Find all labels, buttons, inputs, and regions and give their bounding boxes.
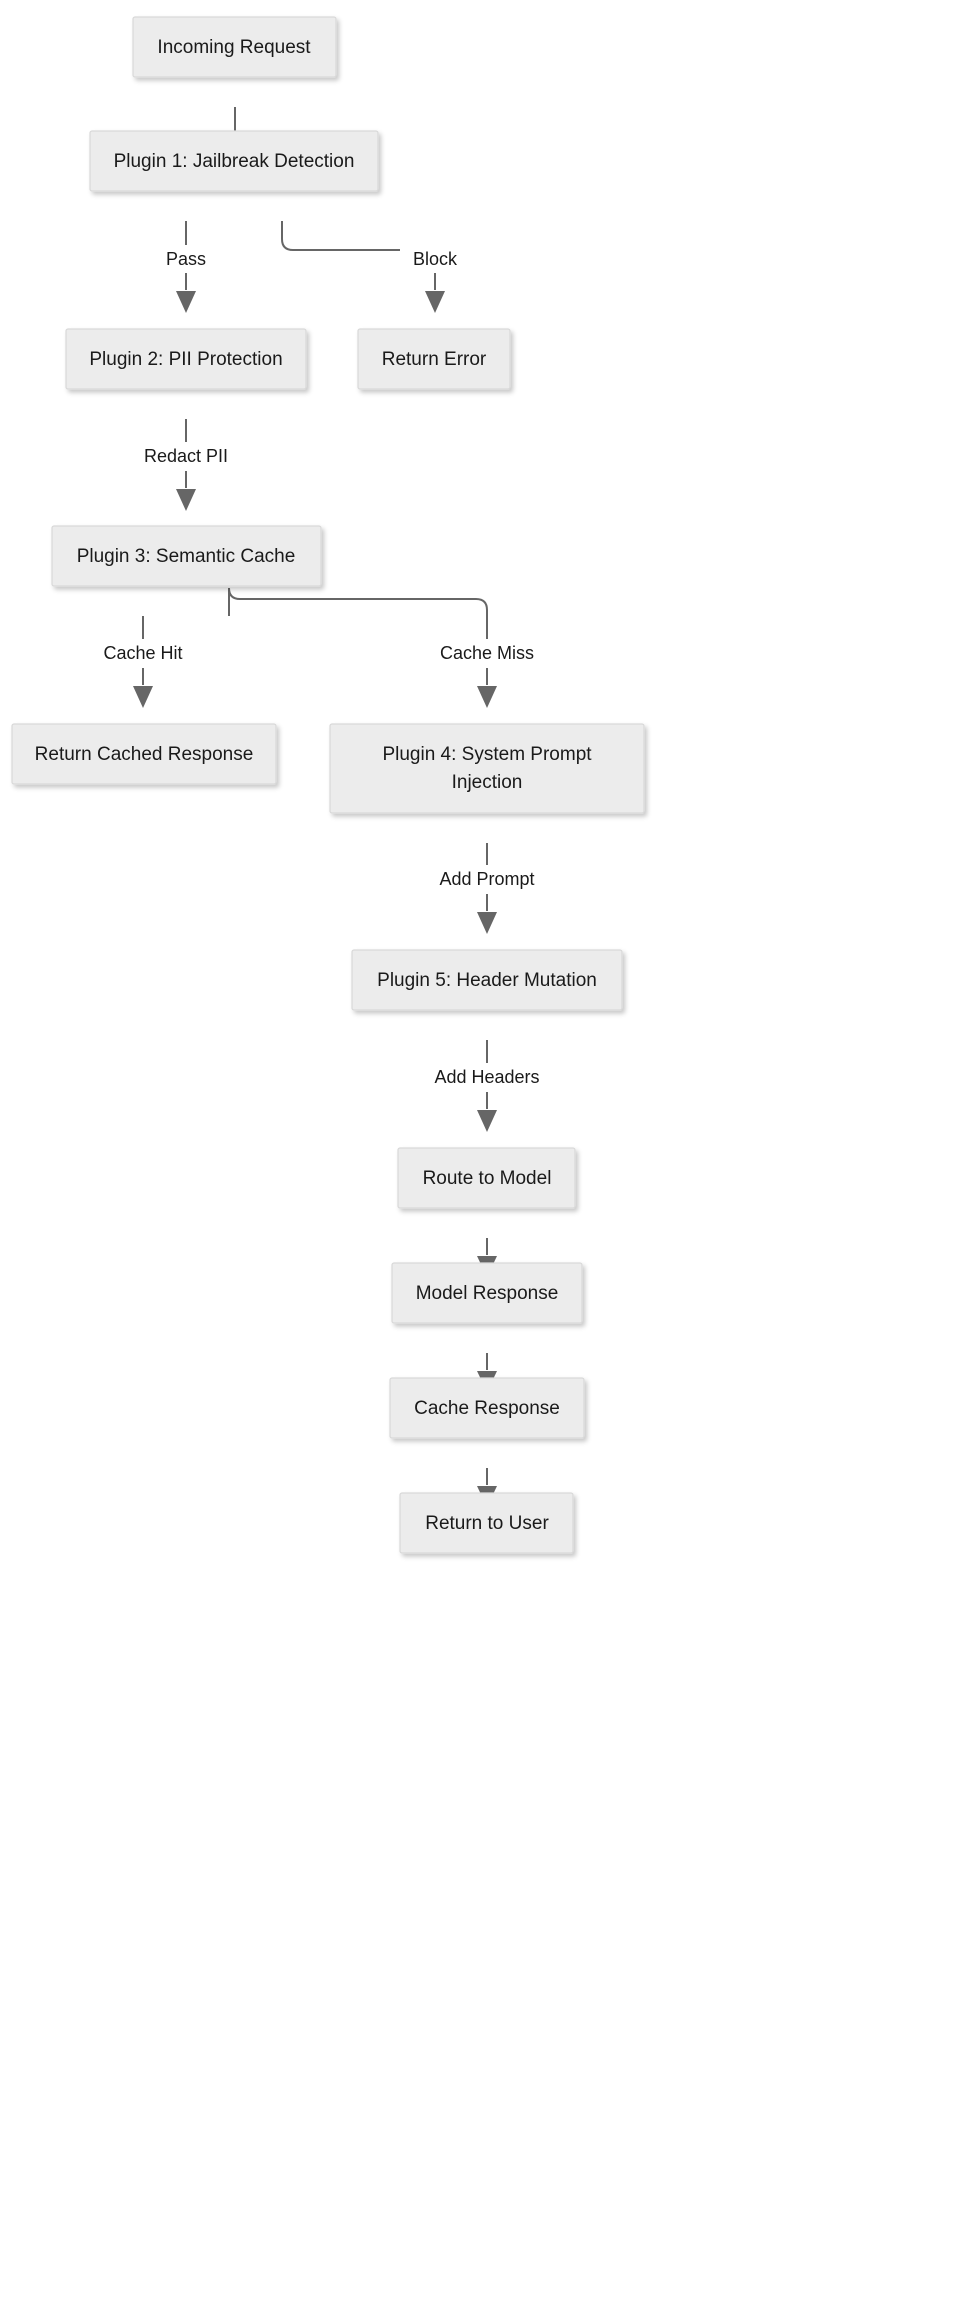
edges-layer: Pass Block Redact PII xyxy=(91,107,549,1507)
node-label-plugin3: Plugin 3: Semantic Cache xyxy=(77,546,296,567)
nodes-layer: Incoming Request Plugin 1: Jailbreak Det… xyxy=(11,16,645,1554)
node-plugin1-jailbreak-detection[interactable]: Plugin 1: Jailbreak Detection xyxy=(89,130,379,192)
node-plugin3-semantic-cache[interactable]: Plugin 3: Semantic Cache xyxy=(51,525,322,587)
edge-label-bg-add-prompt xyxy=(428,865,546,893)
edge-label-bg-cache-hit xyxy=(91,639,195,667)
node-model-response[interactable]: Model Response xyxy=(391,1262,583,1324)
edge-plugin5-to-route-to-model[interactable]: Add Headers xyxy=(425,1040,549,1132)
edge-label-cache-hit: Cache Hit xyxy=(103,643,182,663)
node-label-plugin4-line1: Plugin 4: System Prompt xyxy=(382,744,592,765)
node-return-error[interactable]: Return Error xyxy=(357,328,511,390)
edge-plugin4-to-plugin5[interactable]: Add Prompt xyxy=(428,843,546,934)
edge-plugin2-to-plugin3[interactable]: Redact PII xyxy=(131,419,241,511)
edge-label-add-prompt: Add Prompt xyxy=(439,869,534,889)
node-label-route-to-model: Route to Model xyxy=(423,1168,552,1189)
node-plugin5-header-mutation[interactable]: Plugin 5: Header Mutation xyxy=(351,949,623,1011)
node-label-plugin1: Plugin 1: Jailbreak Detection xyxy=(114,151,355,172)
node-label-return-to-user: Return to User xyxy=(425,1513,549,1534)
edge-label-bg-redact-pii xyxy=(131,442,241,470)
edge-plugin3-to-plugin4[interactable]: Cache Miss xyxy=(228,587,543,708)
node-label-return-cached-response: Return Cached Response xyxy=(35,744,254,765)
edge-label-redact-pii: Redact PII xyxy=(144,446,228,466)
node-label-model-response: Model Response xyxy=(416,1283,559,1304)
edge-label-bg-block xyxy=(400,245,470,273)
node-plugin2-pii-protection[interactable]: Plugin 2: PII Protection xyxy=(65,328,307,390)
node-label-plugin4-line2: Injection xyxy=(452,772,523,793)
node-cache-response[interactable]: Cache Response xyxy=(389,1377,585,1439)
node-label-incoming-request: Incoming Request xyxy=(157,37,311,58)
edge-plugin1-to-plugin2[interactable]: Pass xyxy=(156,221,216,313)
edge-label-block: Block xyxy=(413,249,458,269)
node-label-plugin2: Plugin 2: PII Protection xyxy=(89,349,282,370)
node-label-plugin5: Plugin 5: Header Mutation xyxy=(377,970,597,991)
edge-label-cache-miss: Cache Miss xyxy=(440,643,534,663)
edge-label-pass: Pass xyxy=(166,249,206,269)
node-incoming-request[interactable]: Incoming Request xyxy=(132,16,337,78)
node-route-to-model[interactable]: Route to Model xyxy=(397,1147,576,1209)
edge-label-bg-pass xyxy=(156,245,216,273)
node-plugin4-system-prompt-injection[interactable]: Plugin 4: System Prompt Injection xyxy=(329,723,645,814)
edge-label-bg-cache-miss xyxy=(431,639,543,667)
edge-label-add-headers: Add Headers xyxy=(434,1067,539,1087)
node-return-to-user[interactable]: Return to User xyxy=(399,1492,574,1554)
node-label-cache-response: Cache Response xyxy=(414,1398,560,1419)
node-return-cached-response[interactable]: Return Cached Response xyxy=(11,723,277,785)
edge-plugin1-to-return-error[interactable]: Block xyxy=(281,221,470,313)
node-label-return-error: Return Error xyxy=(382,349,487,370)
edge-label-bg-add-headers xyxy=(425,1063,549,1091)
edge-plugin3-to-return-cached-response[interactable]: Cache Hit xyxy=(91,616,195,708)
